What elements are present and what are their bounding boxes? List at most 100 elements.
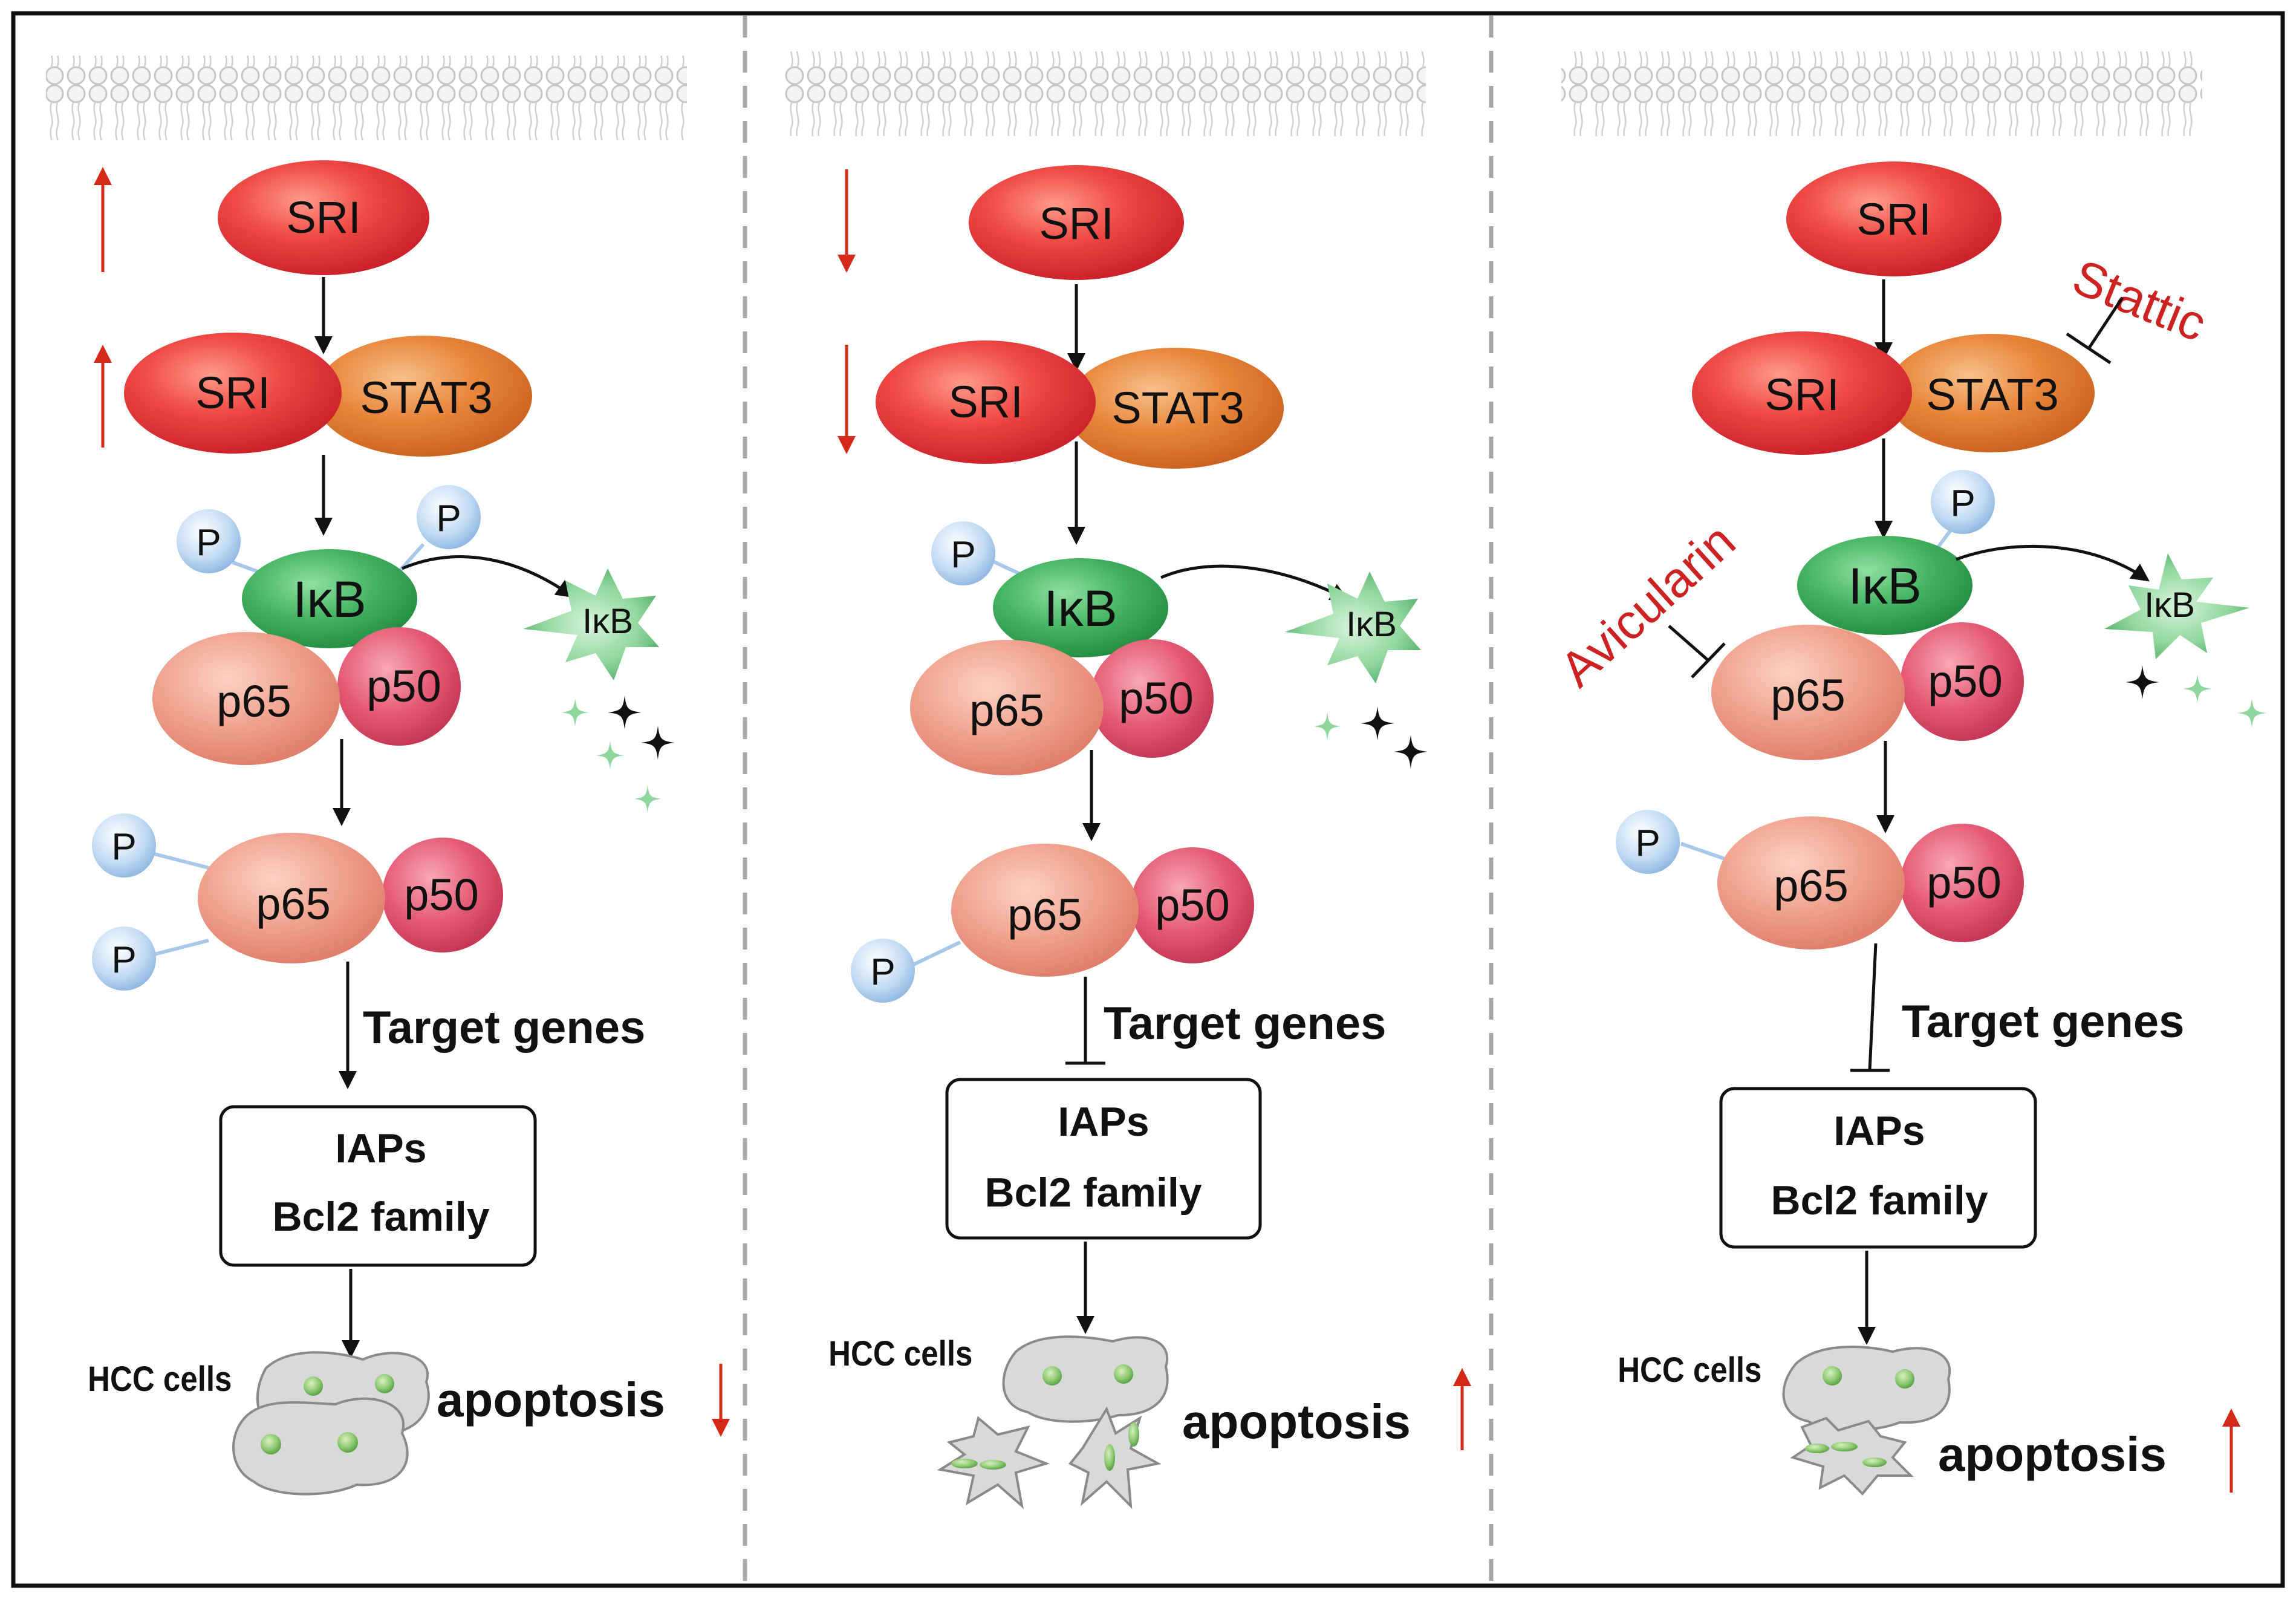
cell-membrane — [1561, 51, 2202, 136]
ikb-protein — [1797, 536, 1972, 635]
sri-protein-complex — [876, 340, 1096, 464]
p65-label: p65 — [216, 676, 291, 726]
p50-protein — [382, 838, 503, 953]
figure-border — [11, 11, 2285, 1588]
inhibition-line — [1868, 943, 1878, 1071]
stattic-inhibitor-label: Stattic — [2065, 249, 2213, 352]
target-genes-label: Target genes — [1902, 996, 2184, 1047]
panel-1: SRI SRI STAT3 P P IκB p65 p50 IκB P P — [46, 56, 730, 1496]
sparkle-icon — [561, 699, 589, 726]
target-genes-box — [945, 1078, 1262, 1240]
p50-label: p50 — [404, 870, 478, 920]
phosphate-icon — [417, 485, 481, 549]
p50-label: p50 — [1119, 673, 1193, 723]
phosphate-icon — [931, 521, 995, 585]
sparkle-icon — [1361, 706, 1394, 740]
phosphate-label: P — [870, 951, 895, 993]
cell-membrane — [785, 51, 1426, 136]
sri-protein — [1786, 161, 2002, 276]
released-ikb-label: IκB — [582, 602, 633, 641]
phosphate-icon — [92, 927, 156, 991]
p50-protein — [1090, 639, 1214, 758]
release-arrow-icon — [1160, 564, 1349, 601]
inhibition-line — [1668, 625, 1709, 662]
p65-protein — [1711, 625, 1905, 760]
stat3-protein — [314, 336, 532, 457]
hcc-cells-icon — [232, 1351, 430, 1496]
iaps-label: IAPs — [1058, 1099, 1149, 1145]
p65-label: p65 — [1007, 890, 1082, 940]
phosphate-icon — [851, 939, 915, 1003]
phosphate-label: P — [951, 534, 975, 576]
target-genes-label: Target genes — [363, 1002, 645, 1054]
complex-sri-label: SRI — [1764, 370, 1839, 420]
p65-label: p65 — [1771, 670, 1845, 720]
p50-label: p50 — [1928, 656, 2002, 706]
p65-label: p65 — [969, 685, 1044, 735]
target-genes-label: Target genes — [1104, 998, 1386, 1049]
phosphate-icon — [1931, 470, 1995, 534]
degraded-ikb-icon — [523, 568, 659, 680]
sparkle-icon — [1394, 735, 1428, 769]
released-ikb-label: IκB — [1346, 605, 1397, 644]
phosphate-label: P — [1635, 822, 1660, 864]
ikb-protein — [242, 549, 417, 648]
p65-protein — [1717, 816, 1905, 949]
sparkle-icon — [596, 741, 625, 770]
target-genes-box — [219, 1105, 537, 1267]
phosphate-label: P — [111, 826, 136, 868]
sri-protein-complex — [1692, 331, 1912, 455]
bcl2-family-label: Bcl2 family — [1771, 1177, 1988, 1223]
degraded-ikb-icon — [2104, 553, 2249, 659]
sparkle-icon — [2183, 674, 2212, 703]
p50-label: p50 — [366, 661, 441, 711]
ikb-label: IκB — [293, 571, 366, 628]
sri-protein — [218, 160, 429, 275]
phospho-bond — [1680, 842, 1725, 861]
phosphate-icon — [92, 813, 156, 878]
p50-protein — [1901, 622, 2024, 741]
sparkle-icon — [641, 726, 675, 760]
sri-label: SRI — [286, 192, 360, 243]
sparkle-icon — [608, 695, 642, 729]
hcc-cells-label: HCC cells — [828, 1334, 972, 1373]
apoptosis-label: apoptosis — [1938, 1427, 2167, 1481]
complex-sri-label: SRI — [195, 368, 270, 418]
p50-protein — [1901, 824, 2024, 942]
p65-label: p65 — [1774, 861, 1848, 911]
p65-protein — [951, 844, 1139, 977]
hcc-cells-icon — [1782, 1346, 1951, 1496]
inhibition-bar-icon — [2066, 332, 2112, 365]
p65-protein — [910, 640, 1104, 775]
panel-3: SRI SRI STAT3 Stattic P IκB p65 p50 Avic… — [1550, 51, 2266, 1496]
sri-protein — [969, 165, 1184, 280]
sri-protein-complex — [124, 333, 342, 454]
inhibition-line — [2087, 296, 2124, 349]
bcl2-family-label: Bcl2 family — [984, 1170, 1202, 1216]
apoptosis-label: apoptosis — [1182, 1395, 1411, 1448]
p50-label: p50 — [1155, 880, 1229, 930]
phosphate-label: P — [436, 498, 461, 539]
sri-label: SRI — [1856, 194, 1931, 244]
hcc-cells-label: HCC cells — [88, 1360, 232, 1399]
released-ikb-label: IκB — [2144, 585, 2195, 625]
complex-sri-label: SRI — [948, 377, 1023, 427]
release-arrow-icon — [402, 555, 574, 598]
phosphate-icon — [177, 509, 241, 573]
sparkle-icon — [2125, 665, 2159, 699]
phosphate-label: P — [1950, 483, 1975, 524]
p65-protein — [152, 632, 340, 765]
degraded-ikb-icon — [1285, 572, 1421, 683]
p65-protein — [198, 833, 385, 963]
p50-label: p50 — [1927, 858, 2001, 908]
target-genes-box — [1719, 1087, 2037, 1249]
phosphate-label: P — [111, 939, 136, 981]
ikb-protein — [993, 558, 1168, 657]
p50-protein — [1131, 847, 1254, 963]
hcc-cells-icon — [937, 1335, 1169, 1509]
complex-stat3-label: STAT3 — [1111, 383, 1244, 433]
sparkle-icon — [2237, 699, 2266, 728]
panel-2: SRI SRI STAT3 P IκB p65 p50 IκB P p65 p5… — [785, 51, 1471, 1509]
inhibition-bar-icon — [1691, 642, 1726, 679]
